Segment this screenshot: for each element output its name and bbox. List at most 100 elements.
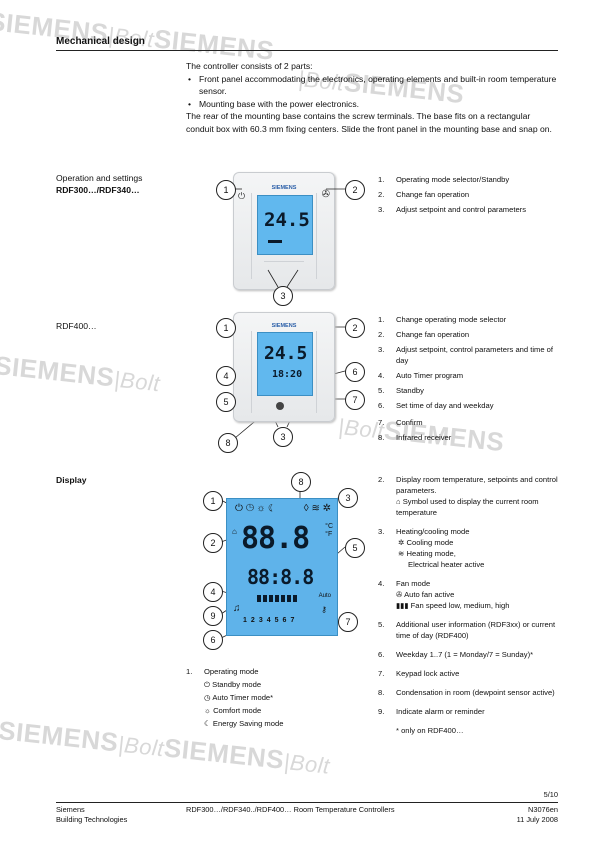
small-digits: 88:8.8 [247, 565, 314, 589]
auto-label: Auto [318, 593, 331, 599]
temp-readout: 24.5 [264, 343, 308, 364]
callout: 7 [345, 390, 365, 410]
sub-item: ⌂ Symbol used to display the current roo… [396, 497, 539, 517]
callout: 2 [345, 318, 365, 338]
intro-rear-text: The rear of the mounting base contains t… [186, 111, 552, 134]
mode-item: ☼ Comfort mode [204, 706, 262, 715]
callout: 1 [216, 180, 236, 200]
callout: 1 [203, 491, 223, 511]
home-icon: ⌂ [232, 527, 237, 536]
list-item: 3.Adjust setpoint, control parameters an… [378, 345, 554, 365]
sub-item: ≋ Heating mode, [398, 549, 456, 558]
list-item: 4.Auto Timer program [378, 371, 464, 380]
section-label: Operation and settings RDF300…/RDF340… [56, 173, 143, 195]
legend-list-2: 1.Change operating mode selector 2.Chang… [378, 314, 558, 447]
callout: 9 [203, 606, 223, 626]
mode-item: ⏻ Standby mode [204, 680, 262, 689]
sub-item: Electrical heater active [408, 560, 485, 569]
fan-auto-icon: ✇ [396, 590, 405, 599]
lcd-display-diagram: ⏻ ◷ ☼ ☾ ◊ ≋ ✲ ⌂ 88.8 °C°F 88:8.8 Auto ♫ … [226, 498, 338, 636]
callout: 1 [216, 318, 236, 338]
callout: 3 [273, 427, 293, 447]
list-item: 3.Adjust setpoint and control parameters [378, 205, 527, 214]
key-lock-icon: ⚷ [321, 605, 327, 614]
brand-logo: SIEMENS [271, 323, 297, 329]
intro-lead: The controller consists of 2 parts: [186, 61, 313, 71]
callout: 3 [273, 286, 293, 306]
footer-rule [56, 802, 558, 803]
list-item: 1.Operating mode [186, 667, 259, 676]
device-left-rail [237, 331, 252, 413]
device-right-rail [316, 193, 331, 279]
setpoint-buttons [264, 261, 304, 270]
page-number: 5/10 [543, 790, 558, 799]
list-item: 7.Keypad lock active [378, 669, 460, 678]
ir-receiver [276, 402, 284, 410]
callout: 5 [216, 392, 236, 412]
unit-labels: °C°F [325, 523, 333, 538]
standby-icon: ⏻ [204, 680, 213, 689]
energy-saving-icon: ☾ [204, 719, 213, 728]
callout: 4 [216, 366, 236, 386]
callout: 3 [338, 488, 358, 508]
list-item: 5.Additional user information (RDF3xx) o… [378, 620, 556, 640]
footnote: * only on RDF400… [396, 726, 464, 735]
callout: 8 [218, 433, 238, 453]
big-digits: 88.8 [241, 521, 310, 556]
mode-item: ☾ Energy Saving mode [204, 719, 284, 728]
list-item: 8.Infrared receiver [378, 433, 452, 442]
home-icon: ⌂ [396, 497, 403, 506]
list-item: 8.Condensation in room (dewpoint sensor … [378, 688, 555, 697]
intro-bullet: Mounting base with the power electronics… [186, 98, 558, 111]
header-rule [56, 50, 558, 51]
device-rdf300: ⏻ ✇ SIEMENS 24.5 [233, 172, 335, 290]
fan-bars [268, 240, 282, 243]
weekday-row: 1234567 [243, 617, 299, 624]
list-item: 1.Operating mode selector/Standby [378, 175, 510, 184]
list-item: 1.Change operating mode selector [378, 315, 507, 324]
list-item: 9.Indicate alarm or reminder [378, 707, 485, 716]
temp-readout: 24.5 [264, 209, 310, 231]
mode-icons: ⏻ ◷ ☼ ☾ [235, 503, 276, 514]
callout: 7 [338, 612, 358, 632]
fan-speed-icon: ▮▮▮ [396, 601, 411, 610]
list-item: 3.Heating/cooling mode ✲ Cooling mode ≋ … [378, 526, 558, 570]
lcd-screen: 24.5 [257, 195, 313, 255]
sub-item: ✇ Auto fan active [396, 590, 455, 599]
mode-icon: ⏻ [238, 191, 246, 201]
list-item: 7.Confirm [378, 418, 423, 427]
section-label: RDF400… [56, 321, 97, 331]
callout: 5 [345, 538, 365, 558]
list-item: 6.Set time of day and weekday [378, 401, 494, 410]
sub-item: ✲ Cooling mode [398, 538, 454, 547]
heating-icon: ≋ [398, 549, 407, 558]
cooling-icon: ✲ [398, 538, 407, 547]
alarm-bell-icon: ♫ [233, 603, 241, 614]
intro-bullet: Front panel accommodating the electronic… [186, 73, 558, 98]
callout: 2 [345, 180, 365, 200]
operating-mode-list: 1.Operating mode ⏻ Standby mode ◷ Auto T… [186, 666, 366, 730]
mode-sublist: ⏻ Standby mode ◷ Auto Timer mode* ☼ Comf… [186, 678, 366, 730]
watermark: SIEMENS|Bolt [0, 350, 162, 397]
lcd-screen: 24.5 18:20 [257, 332, 313, 396]
list-item: 2.Change fan operation [378, 330, 470, 339]
list-item: 5.Standby [378, 386, 424, 395]
callout: 6 [345, 362, 365, 382]
footer-doc-title: RDF300…/RDF340../RDF400… Room Temperatur… [186, 805, 395, 814]
callout: 4 [203, 582, 223, 602]
mode-item: ◷ Auto Timer mode* [204, 693, 274, 702]
time-readout: 18:20 [272, 369, 303, 380]
intro-block: The controller consists of 2 parts: Fron… [186, 60, 558, 136]
display-legend-list: 2.Display room temperature, setpoints an… [378, 474, 558, 736]
sub-item: ▮▮▮ Fan speed low, medium, high [396, 601, 510, 610]
auto-timer-icon: ◷ [204, 693, 213, 702]
list-item: 4.Fan mode ✇ Auto fan active ▮▮▮ Fan spe… [378, 578, 558, 611]
fan-icon: ✇ [321, 189, 330, 200]
brand-logo: SIEMENS [271, 185, 297, 191]
device-right-rail [316, 331, 331, 413]
device-left-rail [237, 193, 252, 279]
section-title: Mechanical design [56, 36, 145, 47]
list-item: 6.Weekday 1..7 (1 = Monday/7 = Sunday)* [378, 650, 534, 659]
